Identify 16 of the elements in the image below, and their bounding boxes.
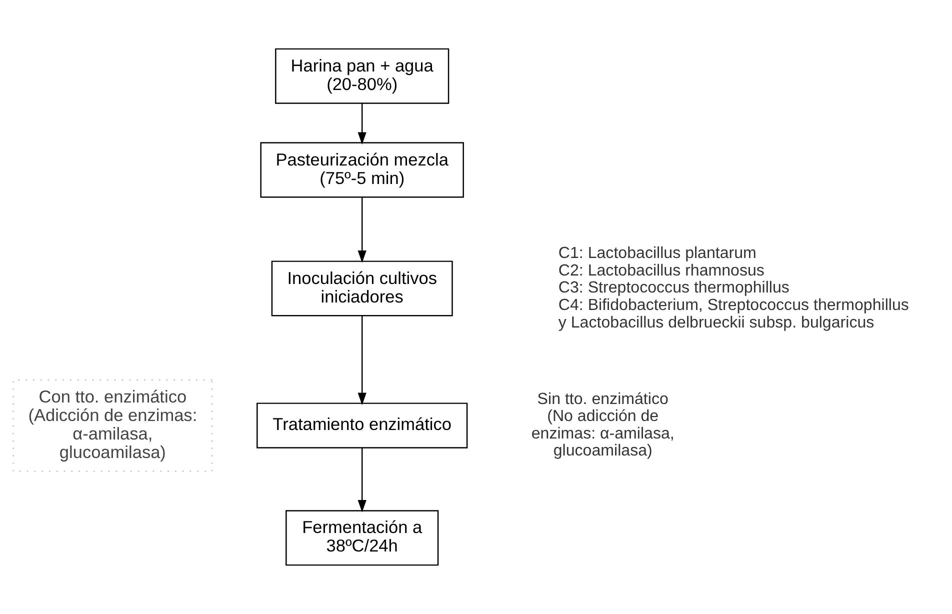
node-box: Harina pan + agua (20-80%) xyxy=(275,48,450,104)
label: Sin tto. enzimático (No adicción de enzimas: α-amilasa, glucoamilasa) xyxy=(531,390,674,460)
node-box: Fermentación a 38ºC/24h xyxy=(286,510,439,566)
node-label: C3: Streptococcus thermophillus xyxy=(558,278,790,297)
arrow xyxy=(358,316,366,406)
node-label: C4: Bifidobacterium, Streptococcus thermophillus xyxy=(558,296,909,314)
arrow xyxy=(358,198,366,263)
node-box: Pasteurización mezcla (75º-5 min) xyxy=(260,142,464,198)
node-label: C2: Lactobacillus rhamnosus xyxy=(558,261,764,280)
node-label: C1: Lactobacillus plantarum xyxy=(558,244,756,262)
node-box: Inoculación cultivos iniciadores xyxy=(271,260,453,316)
node-box: Tratamiento enzimático xyxy=(256,402,468,448)
arrow xyxy=(358,448,366,512)
node-box: Con tto. enzimático (Adicción de enzimas: α-amilasa, glucoamilasa) xyxy=(12,379,213,472)
node-label: y Lactobacillus delbrueckii subsp. bulgaricus xyxy=(558,313,874,332)
arrow xyxy=(358,103,366,145)
